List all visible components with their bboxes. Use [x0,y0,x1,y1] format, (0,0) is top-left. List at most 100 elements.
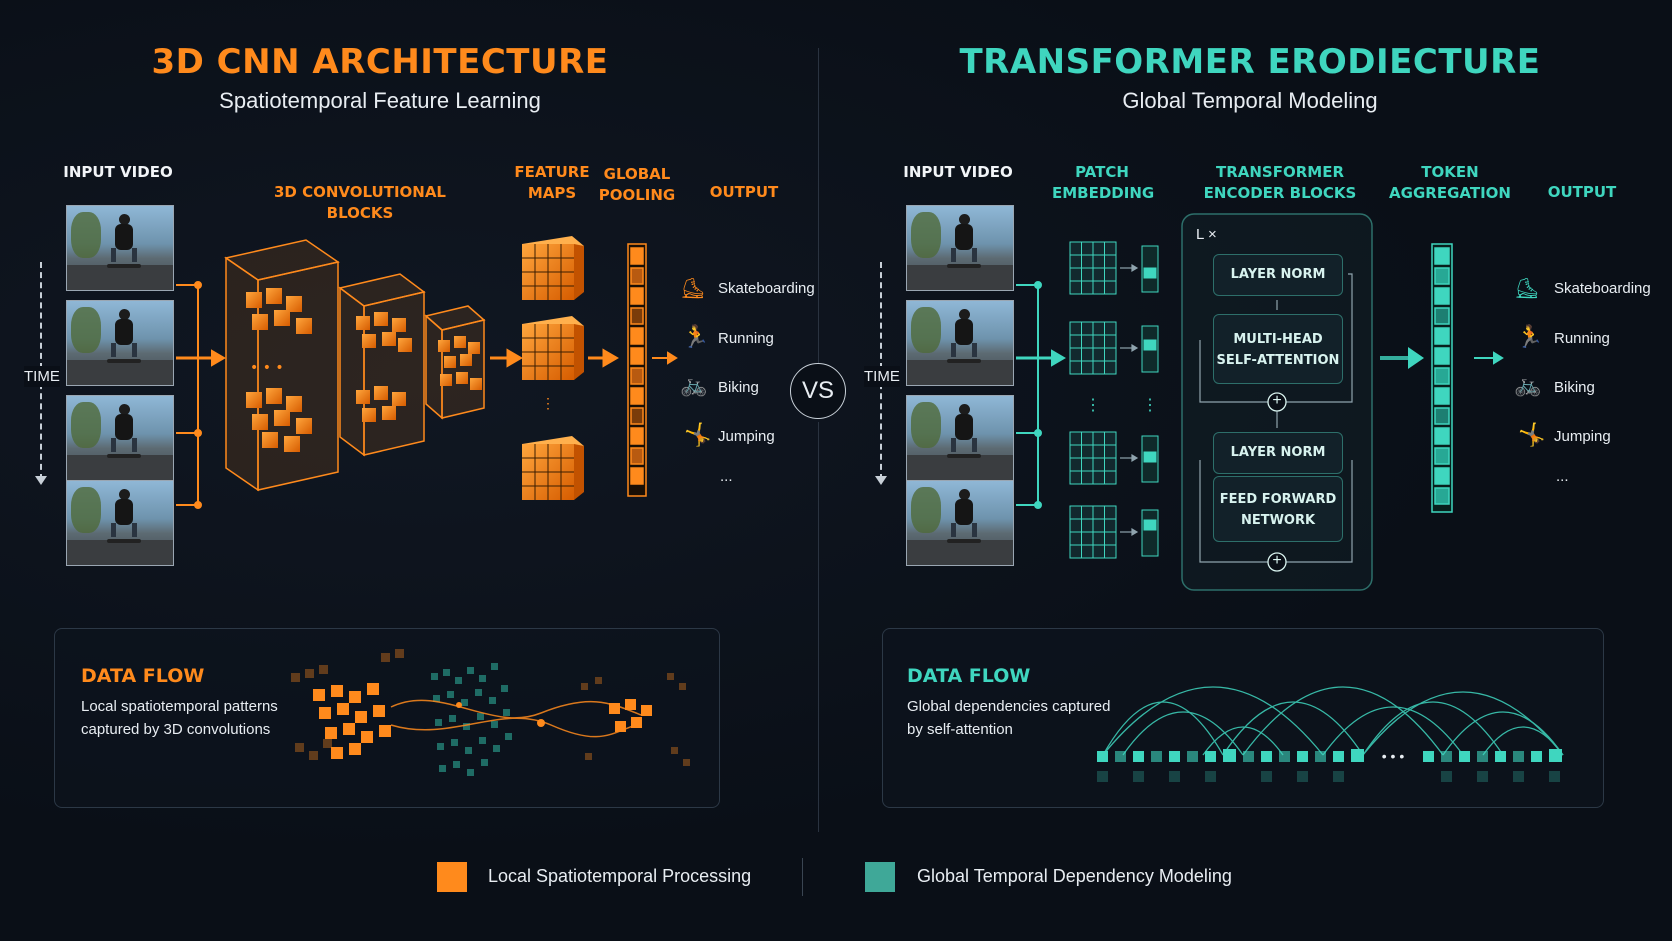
cnn-output-jumping: Jumping [718,428,775,445]
cnn-global-pooling-line1: GLOBAL [603,165,671,183]
tf-output-more: ... [1556,468,1569,485]
cnn-video-frame [66,205,174,291]
cnn-video-frame [66,300,174,386]
cnn-output-more: ... [720,468,733,485]
cnn-conv-blocks-label: 3D CONVOLUTIONAL BLOCKS [273,183,446,222]
skateboard-icon: ⛸ [680,278,706,300]
biking-icon: 🚲 [680,372,708,397]
cnn-data-flow-line2: captured by 3D convolutions [81,721,271,738]
jumping-icon: 🤸 [684,422,712,447]
center-divider [818,48,819,378]
conv-block-large-cubes [246,288,312,452]
local-grid-left [291,649,404,760]
svg-text:• • •: • • • [1382,748,1405,764]
tf-data-flow-line2: by self-attention [907,721,1013,738]
tf-feed-forward: FEED FORWARD NETWORK [1213,476,1343,542]
patch-token-arrows [1120,263,1139,537]
cnn-data-flow-text: Local spatiotemporal patterns captured b… [81,695,278,741]
cnn-time-arrow-icon [35,476,47,485]
tf-time-label: TIME [864,366,900,387]
cnn-arrow-to-features [490,348,523,368]
cnn-output-running: Running [718,330,774,347]
aggregated-token-vector [1431,243,1453,513]
cnn-output-biking: Biking [718,379,759,396]
tf-add-symbol-1: + [1272,392,1282,409]
running-icon: 🏃 [682,324,710,349]
conv-block-small-cubes [438,336,482,390]
tf-data-flow-panel: DATA FLOW Global dependencies captured b… [882,628,1604,808]
cnn-global-pooling-line2: POOLING [598,186,676,204]
cnn-feature-maps-label: FEATURE MAPS [512,162,592,204]
tf-output-biking: Biking [1554,379,1595,396]
tf-data-flow-text: Global dependencies captured by self-att… [907,695,1110,741]
legend-local-swatch [437,862,467,892]
cnn-output-label: OUTPUT [709,183,779,201]
legend-divider [802,858,803,896]
flow-lines [390,699,642,738]
tf-output-running: Running [1554,330,1610,347]
cnn-output-skateboarding: Skateboarding [718,280,815,297]
legend-local-label: Local Spatiotemporal Processing [488,866,752,886]
cnn-feature-maps-line1: FEATURE [514,163,590,181]
tf-encoder-blocks-label: TRANSFORMER ENCODER BLOCKS [1196,162,1364,204]
skateboard-icon: ⛸ [1514,278,1540,300]
tf-encoder-blocks-line2: ENCODER BLOCKS [1203,184,1357,202]
legend-global-label: Global Temporal Dependency Modeling [917,866,1232,886]
tf-video-frame [906,395,1014,481]
feature-map-cube-middle [522,316,584,380]
svg-text:⋮: ⋮ [1085,397,1101,414]
svg-text:⋮: ⋮ [1142,397,1158,414]
tf-patch-embedding-line1: PATCH [1075,163,1129,181]
add-node [1267,392,1287,412]
tf-video-frame [906,480,1014,566]
cnn-input-video-label: INPUT VIDEO [63,163,173,181]
tf-output-label: OUTPUT [1547,183,1617,201]
vs-badge: VS [790,363,846,419]
tf-token-aggregation-line1: TOKEN [1421,163,1479,181]
conv-block-medium [338,273,426,457]
flow-node [537,719,545,727]
tf-output-skateboarding: Skateboarding [1554,280,1651,297]
tf-token-aggregation-line2: AGGREGATION [1389,184,1511,202]
tf-repeat-label: L × [1196,226,1217,243]
cnn-arrow-to-pooling [588,348,619,368]
tf-mhsa-line1: MULTI-HEAD [1233,332,1323,347]
transformer-title: TRANSFORMER ERODIECTURE [959,42,1541,82]
cnn-data-flow-graphic [291,649,690,776]
svg-text:• • •: • • • [250,360,284,376]
tf-frame-connectors [1016,281,1066,509]
tf-data-flow-line1: Global dependencies captured [907,698,1111,715]
patch-grids [1069,241,1117,559]
patch-grid-2 [1069,321,1117,375]
tf-arrow-to-aggregation [1380,347,1424,369]
tf-time-arrow-icon [875,476,887,485]
cnn-data-flow-line1: Local spatiotemporal patterns [81,698,278,715]
tf-arrow-to-output [1474,351,1504,365]
tf-input-video-label: INPUT VIDEO [903,163,1013,181]
tf-output-jumping: Jumping [1554,428,1611,445]
tf-add-symbol-2: + [1272,552,1282,569]
tf-layer-norm-2: LAYER NORM [1213,432,1343,474]
local-grid-right [581,673,690,766]
legend-global-swatch [865,862,895,892]
tf-ffn-line1: FEED FORWARD [1219,492,1337,507]
cnn-video-frame [66,480,174,566]
residual-connections [1199,273,1353,563]
biking-icon: 🚲 [1514,372,1542,397]
pooled-vector [627,243,647,497]
tf-video-frame [906,300,1014,386]
running-icon: 🏃 [1516,324,1544,349]
svg-text:⋮: ⋮ [541,395,555,411]
add-node [1267,552,1287,572]
flow-node [456,702,462,708]
tf-attention-graphic: • • • [1097,686,1564,782]
tf-video-frame [906,205,1014,291]
cnn-time-label: TIME [24,366,60,387]
cnn-frame-connectors [176,281,226,509]
center-divider-lower [818,422,819,832]
cnn-global-pooling-label: GLOBAL POOLING [597,164,677,206]
tf-ffn-line2: NETWORK [1240,513,1316,528]
patch-grid-4 [1069,505,1117,559]
tf-token-aggregation-label: TOKEN AGGREGATION [1388,162,1512,204]
